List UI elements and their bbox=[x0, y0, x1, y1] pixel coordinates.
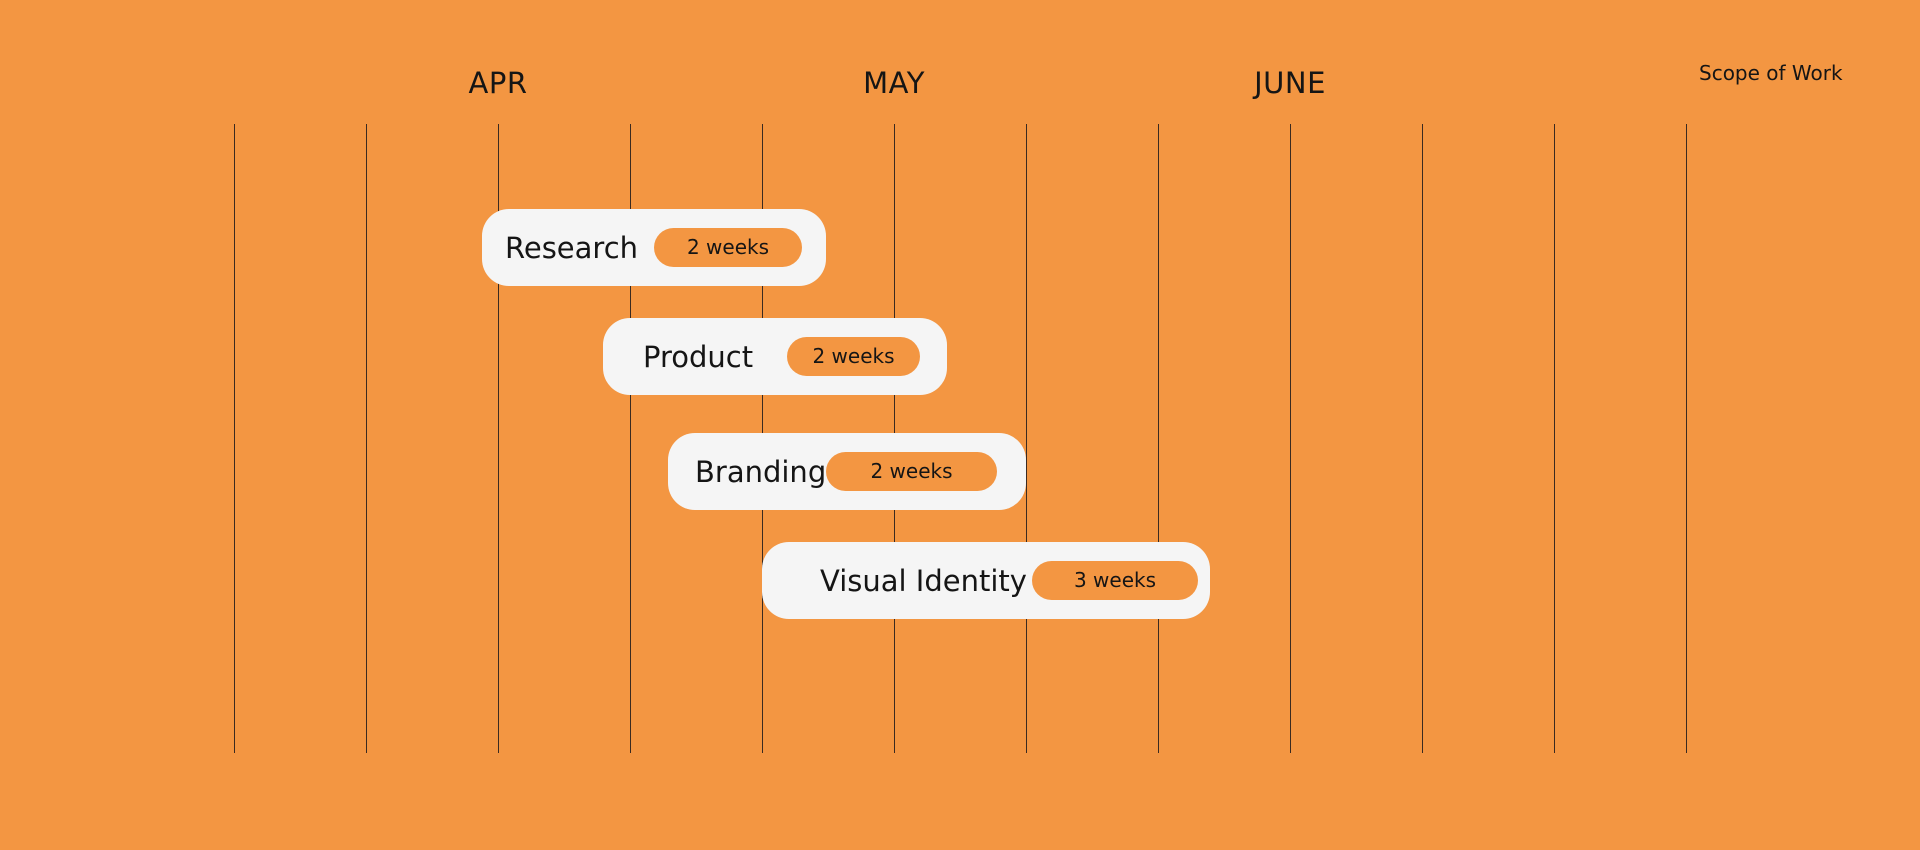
duration-badge: 2 weeks bbox=[654, 228, 802, 267]
timeline-gridline bbox=[498, 124, 499, 753]
duration-badge: 2 weeks bbox=[787, 337, 920, 376]
month-apr: APR bbox=[468, 66, 528, 100]
month-may: MAY bbox=[863, 66, 925, 100]
duration-badge: 2 weeks bbox=[826, 452, 997, 491]
timeline-gridline bbox=[234, 124, 235, 753]
timeline-gridline bbox=[1686, 124, 1687, 753]
task-branding: Branding 2 weeks bbox=[668, 433, 1026, 510]
timeline-gridline bbox=[1026, 124, 1027, 753]
timeline-gridline bbox=[1290, 124, 1291, 753]
task-label: Branding bbox=[695, 454, 827, 489]
month-june: JUNE bbox=[1254, 66, 1326, 100]
scope-of-work-label: Scope of Work bbox=[1699, 61, 1843, 85]
timeline-gridline bbox=[1422, 124, 1423, 753]
timeline-gridline bbox=[366, 124, 367, 753]
task-label: Product bbox=[643, 339, 754, 374]
duration-badge: 3 weeks bbox=[1032, 561, 1198, 600]
timeline-gridline bbox=[1158, 124, 1159, 753]
task-product: Product 2 weeks bbox=[603, 318, 947, 395]
task-label: Visual Identity bbox=[820, 563, 1027, 598]
task-research: Research 2 weeks bbox=[482, 209, 826, 286]
timeline-gridline bbox=[630, 124, 631, 753]
task-label: Research bbox=[505, 230, 639, 265]
task-visual-identity: Visual Identity 3 weeks bbox=[762, 542, 1210, 619]
timeline-gridline bbox=[1554, 124, 1555, 753]
